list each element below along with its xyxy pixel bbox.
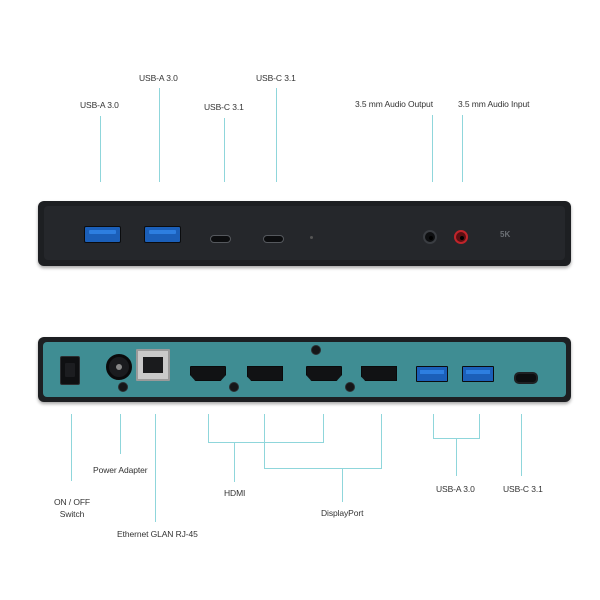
dock-front-panel: 5K [38, 201, 571, 266]
leader-switch [71, 414, 72, 481]
leader-audio-output [432, 115, 433, 182]
usb-c-port-icon [210, 235, 231, 243]
label-usba-right: USB-A 3.0 [139, 73, 178, 83]
rj45-port-icon [136, 349, 170, 381]
power-switch-icon [60, 356, 80, 385]
usb-a-port-icon [462, 366, 494, 382]
logo-5k: 5K [500, 230, 511, 239]
usb-a-port-icon [416, 366, 448, 382]
leader-hdmi-a [208, 414, 209, 442]
back-face [43, 342, 566, 397]
label-audio-output: 3.5 mm Audio Output [355, 99, 433, 109]
leader-usba-b [479, 414, 480, 438]
leader-hdmi-b [323, 414, 324, 442]
label-switch-line1: ON / OFF [53, 497, 91, 507]
hdmi-port-icon [306, 366, 342, 381]
leader-hdmi-stem [234, 442, 235, 482]
displayport-port-icon [361, 366, 397, 381]
leader-dp-b [381, 414, 382, 468]
leader-usba-left [100, 116, 101, 182]
status-led-icon [310, 236, 313, 239]
leader-usba-a [433, 414, 434, 438]
label-usbc-left: USB-C 3.1 [204, 102, 244, 112]
leader-ethernet [155, 414, 156, 522]
audio-input-jack-icon [454, 230, 468, 244]
leader-audio-input [462, 115, 463, 182]
label-usbc-back: USB-C 3.1 [503, 484, 543, 494]
label-usba-back: USB-A 3.0 [436, 484, 475, 494]
label-usbc-right: USB-C 3.1 [256, 73, 296, 83]
screw-icon [345, 382, 355, 392]
usb-c-port-icon [263, 235, 284, 243]
label-power-adapter: Power Adapter [93, 465, 148, 475]
leader-usba-right [159, 88, 160, 182]
audio-output-jack-icon [423, 230, 437, 244]
leader-power-adapter [120, 414, 121, 454]
front-face: 5K [44, 206, 565, 260]
screw-icon [118, 382, 128, 392]
dock-back-panel [38, 337, 571, 402]
usb-a-port-icon [144, 226, 181, 243]
label-switch: ON / OFF Switch [50, 496, 94, 520]
leader-hdmi-bar [208, 442, 324, 443]
leader-dp-a [264, 414, 265, 468]
leader-dp-bar [264, 468, 382, 469]
leader-usbc [521, 414, 522, 476]
screw-icon [229, 382, 239, 392]
usb-a-port-icon [84, 226, 121, 243]
leader-usbc-right [276, 88, 277, 182]
leader-usbc-left [224, 118, 225, 182]
label-displayport: DisplayPort [321, 508, 364, 518]
label-ethernet: Ethernet GLAN RJ-45 [117, 529, 198, 539]
dc-jack-icon [106, 354, 132, 380]
screw-icon [311, 345, 321, 355]
leader-dp-stem [342, 468, 343, 502]
label-hdmi: HDMI [224, 488, 246, 498]
leader-usba-stem [456, 438, 457, 476]
usb-c-port-icon [514, 372, 538, 384]
label-audio-input: 3.5 mm Audio Input [458, 99, 530, 109]
displayport-port-icon [247, 366, 283, 381]
hdmi-port-icon [190, 366, 226, 381]
label-switch-line2: Switch [59, 509, 85, 519]
label-usba-left: USB-A 3.0 [80, 100, 119, 110]
